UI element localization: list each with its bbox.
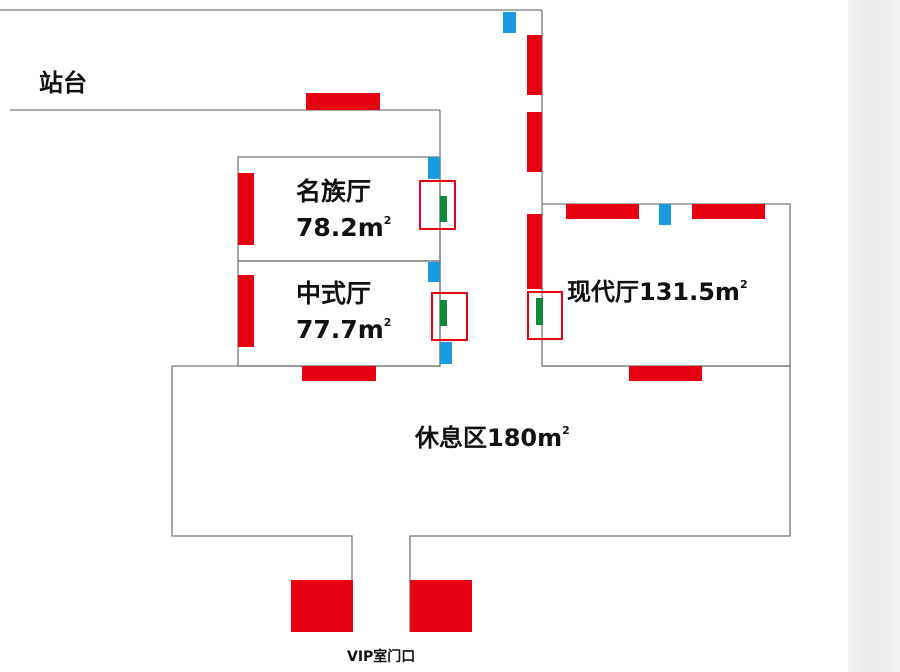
red-markers: [238, 35, 765, 632]
blue-marker: [428, 262, 440, 282]
zhongshi-room-wall: [237, 260, 441, 367]
vip-door-label: VIP室门口: [347, 648, 415, 665]
walls: [0, 9, 791, 632]
red-marker: [306, 93, 380, 110]
red-marker: [527, 214, 542, 289]
green-marker: [440, 196, 447, 222]
mingzu-room-wall: [237, 156, 441, 262]
red-marker: [566, 204, 639, 219]
red-marker: [238, 173, 254, 245]
red-marker: [238, 275, 254, 347]
red-marker: [527, 112, 542, 172]
green-marker: [440, 300, 447, 326]
red-marker: [291, 580, 353, 632]
blue-markers: [428, 12, 671, 364]
red-marker: [692, 204, 765, 219]
green-markers: [419, 180, 563, 341]
lounge-label: 休息区180m2: [414, 424, 570, 452]
blue-marker: [503, 12, 516, 33]
green-marker: [536, 298, 543, 325]
zhongshi-room-area: 77.7m2: [296, 315, 391, 344]
highlight-frame: [419, 180, 456, 230]
highlight-frame: [527, 291, 563, 340]
lounge-right-wall: [409, 365, 791, 632]
blue-marker: [659, 204, 671, 225]
side-texture: [848, 0, 900, 672]
red-marker: [527, 35, 542, 95]
lounge-left-wall: [171, 365, 440, 632]
mingzu-room-area: 78.2m2: [296, 213, 391, 242]
red-marker: [629, 366, 702, 381]
zhongshi-room-name: 中式厅: [296, 279, 371, 308]
red-marker: [410, 580, 472, 632]
xiandai-room-label: 现代厅131.5m2: [567, 278, 748, 306]
blue-marker: [428, 157, 440, 179]
platform-label: 站台: [39, 69, 87, 97]
blue-marker: [440, 342, 452, 364]
mingzu-room-name: 名族厅: [296, 177, 371, 206]
highlight-frame: [431, 292, 468, 341]
red-marker: [302, 366, 376, 381]
